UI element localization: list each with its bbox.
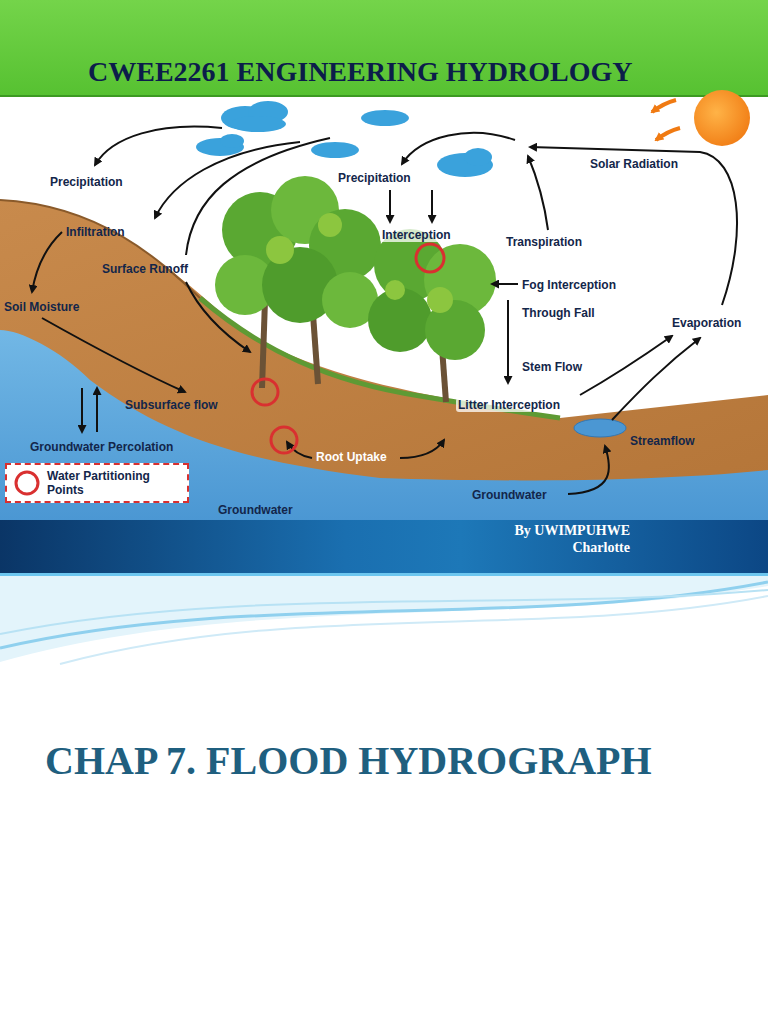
slide-title: CWEE2261 ENGINEERING HYDROLOGY [0,56,768,88]
sun [694,90,750,146]
legend-label: Water Partitioning Points [47,469,179,497]
decor-swoosh [0,576,768,662]
process-label: Groundwater Percolation [30,440,173,454]
chapter-heading: CHAP 7. FLOOD HYDROGRAPH [45,738,652,784]
process-label: Stem Flow [522,360,582,374]
process-label: Solar Radiation [590,157,678,171]
process-label: Evaporation [672,316,741,330]
trees [215,176,496,402]
partitioning-points [252,244,444,453]
decor-swoosh [60,596,768,664]
process-label: Soil Moisture [4,300,79,314]
process-label: Litter Interception [456,398,562,412]
legend-swatch [13,469,41,497]
clouds [196,101,493,177]
soil-layer [0,200,768,480]
solar-ray [656,128,680,140]
process-label: Precipitation [50,175,123,189]
stream [574,419,626,437]
process-label: Groundwater [218,503,293,517]
process-label: Surface Runoff [102,262,188,276]
process-label: Streamflow [630,434,695,448]
process-label: Groundwater [472,488,547,502]
process-label: Subsurface flow [125,398,218,412]
decor-swoosh [0,582,768,648]
process-label: Fog Interception [522,278,616,292]
legend-box: Water Partitioning Points [5,463,189,503]
process-label: Transpiration [506,235,582,249]
ground-surface [0,200,200,298]
process-label: Precipitation [338,171,411,185]
process-label: Interception [380,228,453,242]
author-band: By UWIMPUHWE Charlotte [0,520,768,576]
process-label: Root Uptake [316,450,387,464]
title-band-edge [0,95,768,97]
title-band [0,0,768,97]
process-label: Infiltration [66,225,125,239]
process-arrows [32,127,737,494]
solar-ray [652,100,676,112]
process-label: Through Fall [522,306,595,320]
author-name: By UWIMPUHWE Charlotte [470,522,630,556]
